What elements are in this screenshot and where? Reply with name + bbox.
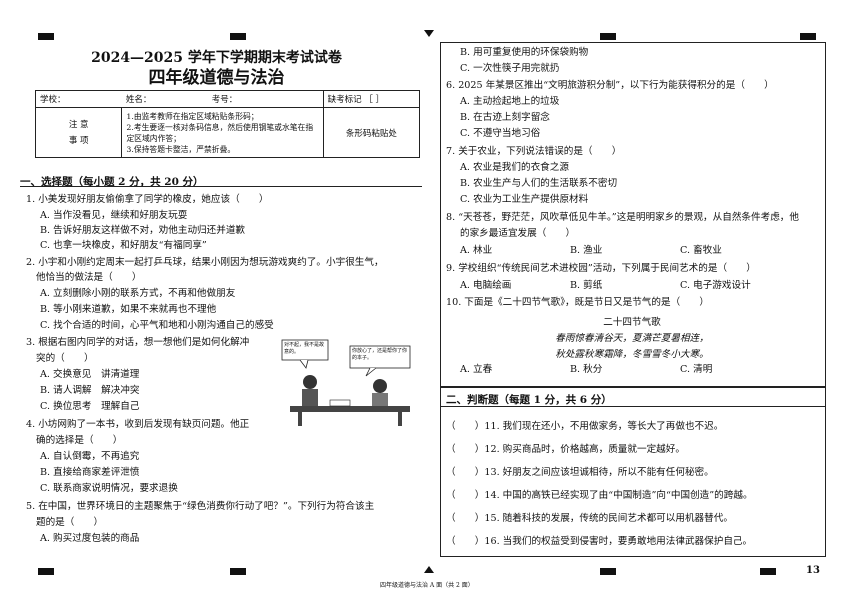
option: C. 清明	[680, 364, 713, 375]
page-footer: 四年级道德与法治 A 面（共 2 面）	[380, 582, 474, 589]
option: B. 直接给商家差评泄愤	[40, 467, 140, 478]
question-text: 的家乡最适宜发展（ ）	[460, 228, 576, 239]
option: A. 电脑绘画	[460, 280, 512, 291]
option: C. 找个合适的时间，心平气和地和小刚沟通自己的感受	[40, 320, 274, 331]
section-title: 二、判断题（每题 1 分，共 6 分）	[446, 394, 612, 406]
speech-bubble-left: 对不起，我不是故意的。	[284, 342, 325, 355]
question-text: 2. 小宇和小刚约定周末一起打乒乓球，结果小刚因为想玩游戏爽约了。小宇很生气，	[26, 257, 384, 268]
registration-mark	[230, 568, 246, 575]
registration-mark	[800, 33, 816, 40]
absent-mark-field[interactable]: 缺考标记 ［ ］	[322, 90, 421, 108]
note-item: 2.考生要逐一核对条码信息，然后使用钢笔或水笔在指定区域内作答；	[126, 122, 314, 143]
question-text: 9. 学校组织“传统民间艺术进校园”活动，下列属于民间艺术的是（ ）	[446, 263, 756, 274]
question-text: 题的是（ ）	[36, 517, 104, 528]
option: A. 农业是我们的衣食之源	[460, 162, 569, 173]
option: A. 立刻删除小刚的联系方式，不再和他做朋友	[40, 288, 236, 299]
question-text: 4. 小坊网购了一本书，收到后发现有缺页问题。他正	[26, 419, 250, 430]
center-triangle-mark	[424, 566, 434, 573]
note-item: 3.保持答题卡整洁，严禁折叠。	[126, 144, 236, 154]
right-question-box	[440, 42, 826, 387]
option: A. 林业	[460, 245, 493, 256]
judgment-item[interactable]: （ ）15. 随着科技的发展，传统的民间艺术都可以用机器替代。	[446, 513, 733, 524]
registration-mark	[230, 33, 246, 40]
option: B. 秋分	[570, 364, 603, 375]
option: B. 在古迹上刻字留念	[460, 112, 550, 123]
option: B. 渔业	[570, 245, 603, 256]
judgment-item[interactable]: （ ）16. 当我们的权益受到侵害时，要勇敢地用法律武器保护自己。	[446, 536, 753, 547]
section-divider	[440, 406, 826, 407]
student-info-table: 学校： 姓名： 考号： 缺考标记 ［ ］ 注 意 事 项 1.由监考教师在指定区…	[34, 90, 421, 158]
registration-mark	[38, 568, 54, 575]
option: C. 不遵守当地习俗	[460, 128, 541, 139]
exam-subject: 四年级道德与法治	[148, 68, 285, 88]
question-text: 7. 关于农业，下列说法错误的是（ ）	[446, 146, 622, 157]
option: A. 立春	[460, 364, 493, 375]
question-text: 8. “天苍苍，野茫茫，风吹草低见牛羊。”这是明明家乡的景观，从自然条件考虑，他	[446, 212, 799, 223]
option: B. 农业生产与人们的生活联系不密切	[460, 178, 618, 189]
option: C. 联系商家说明情况，要求退换	[40, 483, 178, 494]
question-text: 突的（ ）	[36, 353, 94, 364]
registration-mark	[38, 33, 54, 40]
question-text: 6. 2025 年某景区推出“文明旅游积分制”，以下行为能获得积分的是（ ）	[446, 80, 774, 91]
option: C. 农业为工业生产提供原材料	[460, 194, 589, 205]
note-item: 1.由监考教师在指定区域粘贴条形码；	[126, 111, 259, 121]
registration-mark	[600, 33, 616, 40]
poem-line: 秋处露秋寒霜降，冬雪雪冬小大寒。	[555, 349, 709, 360]
option: C. 一次性筷子用完就扔	[460, 63, 560, 74]
option: A. 当作没看见，继续和好朋友玩耍	[40, 210, 188, 221]
exam-number-field[interactable]: 考号：	[207, 90, 324, 108]
question-text: 10. 下面是《二十四节气歌》，既是节日又是节气的是（ ）	[446, 297, 709, 308]
judgment-item[interactable]: （ ）12. 购买商品时，价格越高，质量就一定越好。	[446, 444, 685, 455]
question-text: 他恰当的做法是（ ）	[36, 272, 142, 283]
option: B. 剪纸	[570, 280, 603, 291]
option: A. 主动捡起地上的垃圾	[460, 96, 560, 107]
option: B. 告诉好朋友这样做不对，劝他主动归还并道歉	[40, 225, 246, 236]
section-title: 一、选择题（每小题 2 分，共 20 分）	[20, 176, 204, 188]
students-talking-image	[281, 339, 411, 426]
option: C. 换位思考 理解自己	[40, 401, 140, 412]
option: C. 电子游戏设计	[680, 280, 751, 291]
option: C. 畜牧业	[680, 245, 722, 256]
school-field[interactable]: 学校：	[34, 90, 122, 108]
question-text: 3. 根据右图内同学的对话，想一想他们是如何化解冲	[26, 337, 250, 348]
conflict-illustration: 对不起，我不是故意的。 你放心了，还是帮你了你的本子。	[280, 338, 420, 428]
speech-bubble-right: 你放心了，还是帮你了你的本子。	[352, 348, 408, 361]
judgment-item[interactable]: （ ）14. 中国的高铁已经实现了由“中国制造”向“中国创造”的跨越。	[446, 490, 753, 501]
judgment-box	[440, 387, 826, 557]
option: B. 等小刚来道歉，如果不来就再也不理他	[40, 304, 217, 315]
exam-title: 2024—2025 学年下学期期末考试试卷	[91, 50, 342, 66]
center-triangle-mark	[424, 30, 434, 37]
registration-mark	[600, 568, 616, 575]
notes-label: 注 意 事 项	[34, 107, 123, 158]
section-divider	[20, 186, 422, 187]
registration-mark	[760, 568, 776, 575]
question-text: 1. 小美发现好朋友偷偷拿了同学的橡皮，她应该（ ）	[26, 194, 269, 205]
option: A. 购买过度包装的商品	[40, 533, 140, 544]
poem-line: 春雨惊春清谷天，夏满芒夏暑相连，	[555, 333, 709, 344]
option: B. 用可重复使用的环保袋购物	[460, 47, 589, 58]
question-text: 5. 在中国，世界环境日的主题聚焦于“绿色消费你行动了吧？”。下列行为符合该主	[26, 501, 375, 512]
option: C. 也拿一块橡皮，和好朋友“有福同享”	[40, 240, 207, 251]
judgment-item[interactable]: （ ）13. 好朋友之间应该坦诚相待，所以不能有任何秘密。	[446, 467, 714, 478]
poem-title: 二十四节气歌	[603, 317, 661, 328]
question-text: 确的选择是（ ）	[36, 435, 123, 446]
name-field[interactable]: 姓名：	[121, 90, 208, 108]
barcode-area[interactable]: 条形码粘贴处	[322, 107, 421, 158]
option: B. 请人调解 解决冲突	[40, 385, 140, 396]
judgment-item[interactable]: （ ）11. 我们现在还小，不用做家务，等长大了再做也不迟。	[446, 421, 724, 432]
option: A. 交换意见 讲清道理	[40, 369, 140, 380]
notes-list: 1.由监考教师在指定区域粘贴条形码； 2.考生要逐一核对条码信息，然后使用钢笔或…	[121, 107, 324, 158]
corner-page-mark: 13	[806, 565, 820, 576]
option: A. 自认倒霉，不再追究	[40, 451, 140, 462]
